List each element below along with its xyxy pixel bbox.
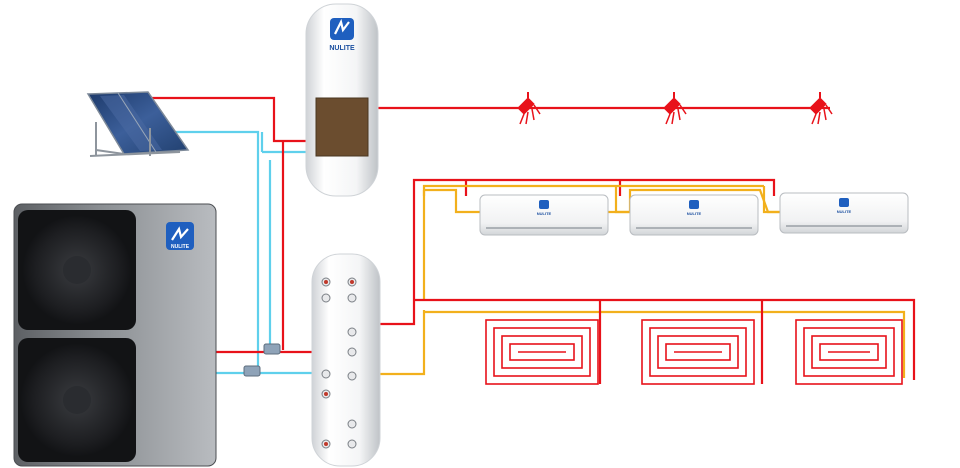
dhw-tank: NULITE (305, 3, 379, 197)
ac-supply-pipe (380, 178, 776, 326)
pipe-fittings (243, 343, 281, 377)
tank-brand-text: NULITE (329, 45, 355, 52)
shower-head-icon (663, 92, 687, 125)
solar-hot-pipe (150, 96, 306, 143)
floor-return-pipe (424, 310, 906, 378)
brand-logo: NULITE (329, 18, 355, 52)
brand-logo: NULITE (166, 222, 194, 250)
floor-heating-loop (795, 319, 903, 385)
heat-pump: NULITE (13, 203, 217, 467)
ac-brand-text: NULITE (537, 211, 552, 216)
buffer-tank (311, 253, 381, 467)
shower-head-icon (517, 92, 541, 125)
ac-brand-text: NULITE (687, 211, 702, 216)
ac-units: NULITE NULITE NULITE (479, 192, 909, 236)
shower-head-icon (809, 92, 833, 125)
tank-coil (324, 102, 360, 148)
floor-branch-pipes (598, 300, 764, 384)
showers (517, 92, 833, 125)
ac-return-pipe (380, 188, 784, 376)
solar-panel (86, 91, 190, 157)
floor-heating-loop (485, 319, 599, 385)
ac-unit: NULITE (629, 194, 759, 236)
floor-supply-pipe (414, 298, 916, 380)
tank-ports (321, 277, 357, 449)
floor-heating-loops (485, 319, 903, 385)
pipe-network (150, 96, 916, 384)
ac-brand-text: NULITE (837, 209, 852, 214)
ac-unit: NULITE (779, 192, 909, 234)
ac-unit: NULITE (479, 194, 609, 236)
pump-brand-text: NULITE (171, 244, 190, 250)
floor-heating-loop (641, 319, 755, 385)
ac-return-link (422, 184, 782, 214)
